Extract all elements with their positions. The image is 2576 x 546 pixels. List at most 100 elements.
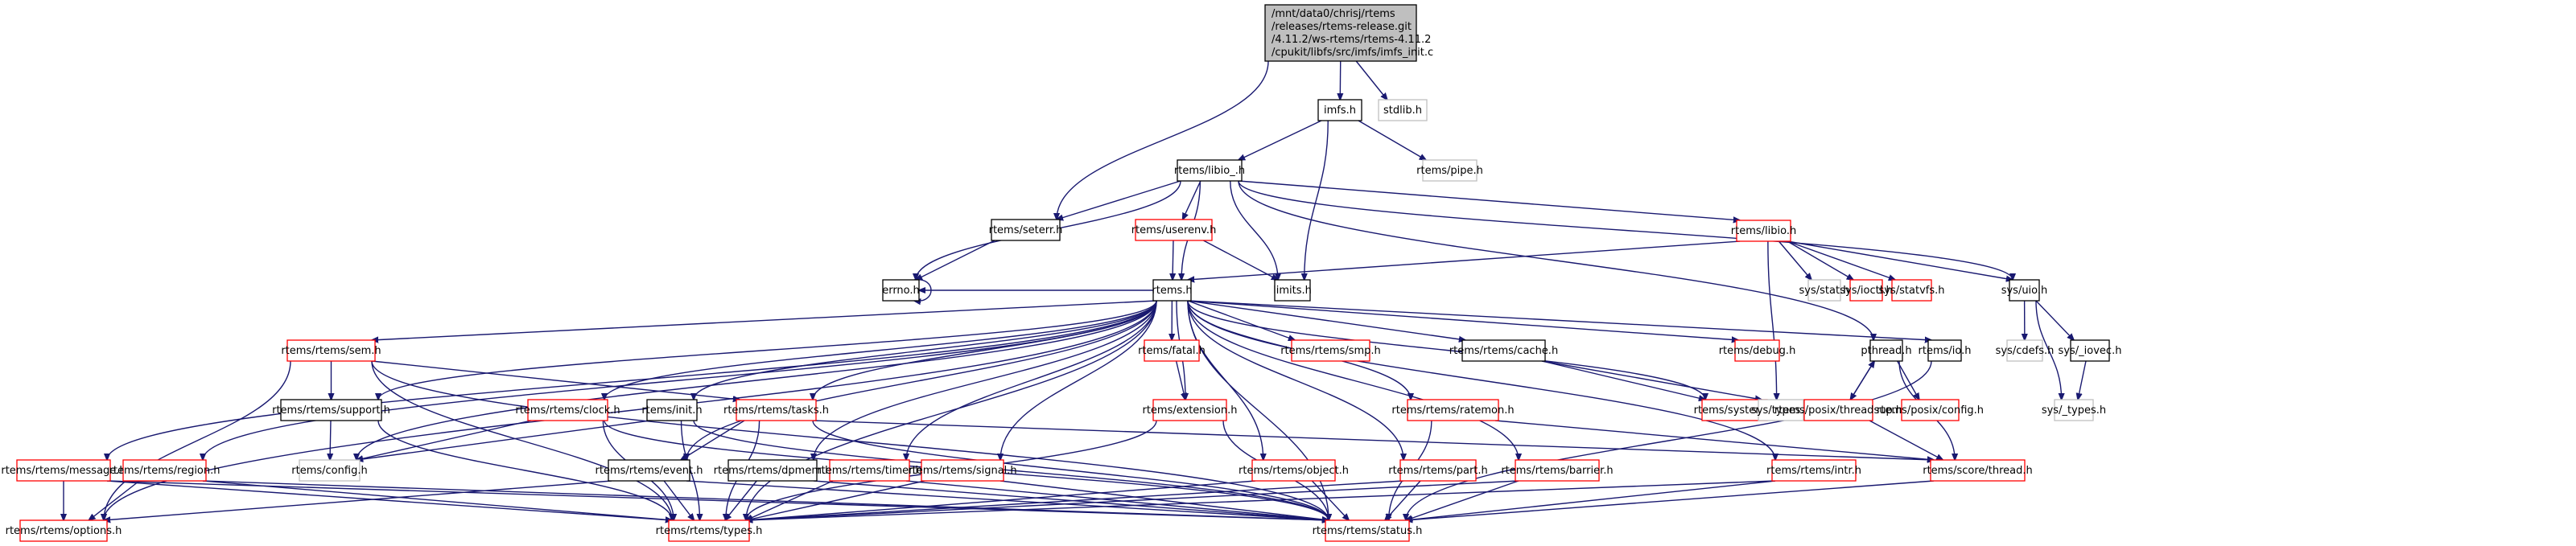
node-rtems-rtems-tasks-h[interactable]: rtems/rtems/tasks.h <box>723 399 829 421</box>
node-box <box>1515 459 1600 482</box>
edge-rtems-rtems-ratemon-h-to-rtems-score-thread-h <box>1494 420 1934 460</box>
node-label: sys/statvfs.h <box>1879 285 1945 297</box>
node-box <box>668 519 750 542</box>
node-rtems-fatal-h[interactable]: rtems/fatal.h <box>1138 339 1206 362</box>
edge-sys-uio-h-to-sys--iovec-h <box>2035 300 2074 340</box>
edge-sys-uio-h-to-sys--types-h <box>2035 300 2062 400</box>
edge-rtems-rtems-part-h-to-rtems-rtems-types-h <box>746 480 1404 520</box>
node-label: imfs.h <box>1324 105 1356 117</box>
node-rtems-system-h[interactable]: rtems/system.h <box>1694 399 1776 421</box>
edge-imfs-h-to-limits-h <box>1304 120 1329 280</box>
edge-rtems-h-to-rtems-rtems-support-h <box>378 300 1157 400</box>
edge-root-to-stdlib-h <box>1355 60 1387 100</box>
node-box <box>1803 399 1873 421</box>
edge-rtems-seterr-h-to-errno-h <box>916 240 995 280</box>
node-box <box>1177 159 1243 182</box>
node-rtems-rtems-barrier-h[interactable]: rtems/rtems/barrier.h <box>1501 459 1614 482</box>
node-rtems-rtems-timer-h[interactable]: rtems/rtems/timer.h <box>817 459 922 482</box>
edge-rtems-h-to-rtems-system-h <box>1187 300 1705 400</box>
edge-rtems-h-to-rtems-rtems-status-h <box>1187 300 1329 520</box>
node-rtems-pipe-h[interactable]: rtems/pipe.h <box>1416 159 1483 182</box>
node-rtems-h[interactable]: rtems.h <box>1152 279 1193 302</box>
node-sys-types-h[interactable]: sys/types.h <box>1751 399 1811 421</box>
node-label: /4.11.2/ws-rtems/rtems-4.11.2 <box>1272 34 1431 46</box>
edge-sys--iovec-h-to-sys--types-h <box>2078 360 2087 400</box>
node-rtems-rtems-event-h[interactable]: rtems/rtems/event.h <box>596 459 703 482</box>
edge-rtems-rtems-sem-h-to-rtems-rtems-tasks-h <box>371 360 740 400</box>
node-rtems-posix-config-h[interactable]: rtems/posix/config.h <box>1877 399 1984 421</box>
node-box <box>1317 99 1362 121</box>
node-label: rtems/posix/threadsup.h <box>1774 404 1902 417</box>
node-rtems-rtems-support-h[interactable]: rtems/rtems/support.h <box>272 399 390 421</box>
node-box <box>1152 399 1227 421</box>
node-label: rtems/extension.h <box>1142 404 1237 417</box>
node-rtems-rtems-object-h[interactable]: rtems/rtems/object.h <box>1239 459 1349 482</box>
node-label: rtems/rtems/timer.h <box>817 465 921 477</box>
node-rtems-rtems-clock-h[interactable]: rtems/rtems/clock.h <box>515 399 620 421</box>
node-rtems-config-h[interactable]: rtems/config.h <box>291 459 368 482</box>
node-rtems-rtems-sem-h[interactable]: rtems/rtems/sem.h <box>281 339 381 362</box>
node-box <box>16 459 111 482</box>
node-label: sys/stat.h <box>1799 285 1850 297</box>
node-rtems-rtems-intr-h[interactable]: rtems/rtems/intr.h <box>1766 459 1861 482</box>
edge-rtems-rtems-event-h-to-rtems-rtems-options-h <box>104 480 612 520</box>
node-label: rtems/posix/config.h <box>1877 404 1984 417</box>
node-box <box>1325 519 1410 542</box>
node-sys-cdefs-h[interactable]: sys/cdefs.h <box>1996 339 2055 362</box>
node-rtems-rtems-message-h[interactable]: rtems/rtems/message.h <box>1 459 126 482</box>
node-label: sys/uio.h <box>2001 285 2048 297</box>
node-box <box>1378 99 1428 121</box>
node-rtems-extension-h[interactable]: rtems/extension.h <box>1142 399 1238 421</box>
node-label: rtems/rtems/sem.h <box>281 345 381 357</box>
node-rtems-rtems-region-h[interactable]: rtems/rtems/region.h <box>109 459 221 482</box>
node-rtems-rtems-types-h[interactable]: rtems/rtems/types.h <box>656 519 763 542</box>
node-imfs-h[interactable]: imfs.h <box>1317 99 1362 121</box>
node-box <box>736 399 817 421</box>
node-sys--iovec-h[interactable]: sys/_iovec.h <box>2059 339 2122 362</box>
edge-rtems-h-to-rtems-rtems-barrier-h <box>1187 300 1519 460</box>
node-rtems-score-thread-h[interactable]: rtems/score/thread.h <box>1923 459 2033 482</box>
node-errno-h[interactable]: errno.h <box>882 279 920 302</box>
edge-rtems-h-to-rtems-rtems-types-h <box>746 300 1157 520</box>
edge-rtems-h-to-rtems-rtems-options-h <box>104 300 1157 520</box>
node-box <box>1291 339 1370 362</box>
node-rtems-rtems-signal-h[interactable]: rtems/rtems/signal.h <box>908 459 1017 482</box>
node-label: sys/types.h <box>1751 404 1811 417</box>
node-pthread-h[interactable]: pthread.h <box>1861 339 1912 362</box>
node-sys-ioctl-h[interactable]: sys/ioctl.h <box>1840 279 1893 302</box>
node-root[interactable]: /mnt/data0/chrisj/rtems/releases/rtems-r… <box>1264 4 1433 62</box>
node-rtems-libio--h[interactable]: rtems/libio_.h <box>1174 159 1245 182</box>
node-rtems-io-h[interactable]: rtems/io.h <box>1919 339 1972 362</box>
node-label: errno.h <box>882 285 920 297</box>
node-label: sys/cdefs.h <box>1996 345 2055 357</box>
node-box <box>2006 339 2043 362</box>
node-rtems-libio-h[interactable]: rtems/libio.h <box>1731 220 1796 242</box>
node-rtems-seterr-h[interactable]: rtems/seterr.h <box>989 219 1063 241</box>
node-sys-uio-h[interactable]: sys/uio.h <box>2001 279 2048 302</box>
node-limits-h[interactable]: limits.h <box>1273 279 1312 302</box>
node-label: rtems/pipe.h <box>1416 165 1483 177</box>
node-rtems-rtems-cache-h[interactable]: rtems/rtems/cache.h <box>1449 339 1558 362</box>
node-stdlib-h[interactable]: stdlib.h <box>1378 99 1428 121</box>
node-rtems-posix-threadsup-h[interactable]: rtems/posix/threadsup.h <box>1774 399 1902 421</box>
node-sys--types-h[interactable]: sys/_types.h <box>2042 399 2106 421</box>
node-label: sys/_types.h <box>2042 404 2106 417</box>
edge-root-to-rtems-seterr-h <box>1057 60 1269 220</box>
edge-rtems-h-to-rtems-config-h <box>357 300 1157 460</box>
node-rtems-userenv-h[interactable]: rtems/userenv.h <box>1131 219 1217 241</box>
edge-rtems-init-h-to-rtems-rtems-types-h <box>680 420 700 520</box>
node-rtems-init-h[interactable]: rtems/init.h <box>641 399 703 421</box>
node-label: pthread.h <box>1861 345 1911 357</box>
node-rtems-rtems-status-h[interactable]: rtems/rtems/status.h <box>1313 519 1423 542</box>
node-rtems-rtems-part-h[interactable]: rtems/rtems/part.h <box>1388 459 1488 482</box>
node-rtems-debug-h[interactable]: rtems/debug.h <box>1719 339 1796 362</box>
node-sys-stat-h[interactable]: sys/stat.h <box>1799 279 1850 302</box>
node-rtems-rtems-smp-h[interactable]: rtems/rtems/smp.h <box>1280 339 1381 362</box>
node-sys-statvfs-h[interactable]: sys/statvfs.h <box>1879 279 1945 302</box>
node-rtems-rtems-ratemon-h[interactable]: rtems/rtems/ratemon.h <box>1391 399 1515 421</box>
node-label: rtems/rtems/status.h <box>1313 525 1423 537</box>
node-rtems-rtems-options-h[interactable]: rtems/rtems/options.h <box>6 519 122 542</box>
edge-rtems-h-to-rtems-rtems-message-h <box>107 300 1157 460</box>
node-box <box>2009 279 2040 302</box>
node-rtems-rtems-dpmem-h[interactable]: rtems/rtems/dpmem.h <box>714 459 832 482</box>
